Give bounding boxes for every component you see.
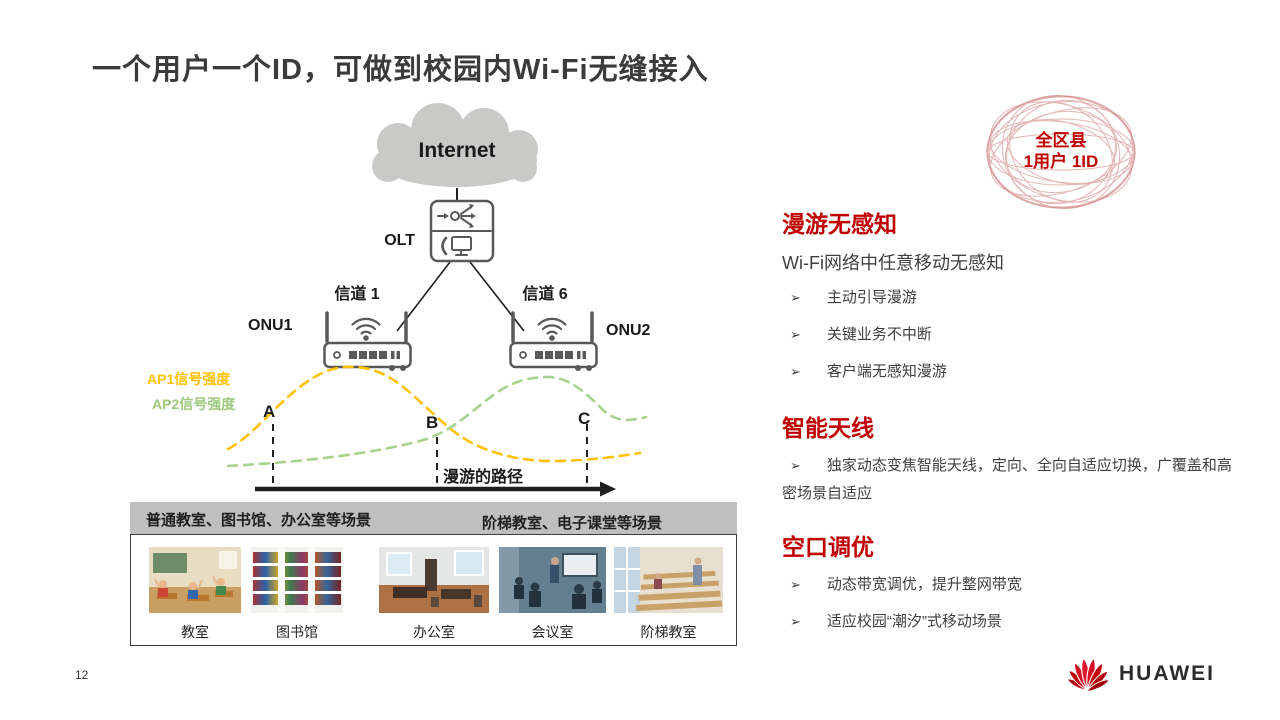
photo-library: [251, 547, 343, 613]
point-b-label: B: [426, 413, 439, 432]
feature-roaming-title: 漫游无感知: [782, 211, 897, 237]
huawei-wordmark: HUAWEI: [1119, 662, 1215, 685]
feature-air-interface-title: 空口调优: [782, 533, 874, 560]
arrow-bullet-icon: ➢: [790, 458, 801, 474]
olt-device-icon: [429, 199, 495, 263]
photo-label-office: 办公室: [413, 624, 455, 640]
sphere-mesh-icon: [986, 95, 1136, 209]
page-title: 一个用户一个ID，可做到校园内Wi-Fi无缝接入: [92, 54, 709, 86]
ap2-legend-label: AP2信号强度: [152, 396, 236, 412]
internet-label: Internet: [418, 139, 496, 162]
id-badge: 全区县 1用户 1ID: [985, 92, 1137, 212]
photo-label-lecture-hall: 阶梯教室: [640, 624, 697, 640]
feature-roaming: 漫游无感知 Wi-Fi网络中任意移动无感知 ➢ 主动引导漫游 ➢ 关键业务不中断 ➢…: [782, 205, 1234, 385]
bullet-item: ➢ 关键业务不中断: [782, 321, 1234, 349]
photo-office: [379, 547, 489, 613]
link-lines: [396, 188, 525, 332]
page-number: 12: [75, 668, 89, 682]
bullet-text: 动态带宽调优，提升整网带宽: [826, 575, 1022, 593]
photo-label-classroom: 教室: [181, 624, 209, 640]
arrow-bullet-icon: ➢: [790, 290, 801, 305]
scene-header-left: 普通教室、图书馆、办公室等场景: [146, 512, 372, 529]
arrow-bullet-icon: ➢: [790, 363, 801, 379]
bullet-item: ➢ 客户端无感知漫游: [782, 358, 1234, 386]
bullet-text: 适应校园“潮汐”式移动场景: [826, 612, 1002, 630]
bullet-item: ➢ 主动引导漫游: [782, 284, 1234, 312]
photo-classroom: [149, 547, 241, 613]
bullet-item: ➢ 适应校园“潮汐”式移动场景: [782, 608, 1234, 636]
bullet-text: 关键业务不中断: [826, 325, 932, 343]
feature-antenna: 智能天线 ➢独家动态变焦智能天线，定向、全向自适应切换，广覆盖和高密场景自适应: [782, 409, 1234, 508]
bullet-item: ➢独家动态变焦智能天线，定向、全向自适应切换，广覆盖和高密场景自适应: [782, 452, 1234, 508]
scene-header-right: 阶梯教室、电子课堂等场景: [482, 515, 663, 532]
onu2-label: ONU2: [606, 322, 651, 339]
photo-lecture-hall: [614, 547, 723, 613]
olt-label: OLT: [384, 232, 415, 249]
point-c-label: C: [578, 409, 591, 428]
scene-header-bar: 普通教室、图书馆、办公室等场景 阶梯教室、电子课堂等场景: [130, 502, 737, 534]
channel-6-label: 信道 6: [522, 286, 568, 303]
feature-roaming-subtitle: Wi-Fi网络中任意移动无感知: [782, 253, 1004, 273]
onu2-device-icon: [509, 311, 598, 371]
feature-column: 漫游无感知 Wi-Fi网络中任意移动无感知 ➢ 主动引导漫游 ➢ 关键业务不中断 ➢…: [782, 205, 1234, 635]
photo-label-library: 图书馆: [276, 624, 318, 640]
ap1-legend-label: AP1信号强度: [147, 371, 231, 387]
bullet-text: 主动引导漫游: [826, 289, 917, 306]
bullet-text: 独家动态变焦智能天线，定向、全向自适应切换，广覆盖和高密场景自适应: [782, 457, 1232, 502]
onu1-label: ONU1: [248, 317, 293, 334]
roaming-axis-arrow: [255, 481, 616, 497]
feature-antenna-title: 智能天线: [782, 415, 874, 442]
huawei-flower-icon: [1066, 657, 1110, 692]
photo-label-meeting-room: 会议室: [531, 624, 574, 640]
arrow-bullet-icon: ➢: [790, 613, 801, 629]
arrow-bullet-icon: ➢: [790, 326, 801, 342]
arrow-bullet-icon: ➢: [790, 576, 801, 592]
photo-meeting-room: [499, 547, 606, 613]
huawei-logo: HUAWEI: [1066, 656, 1215, 692]
channel-1-label: 信道 1: [334, 286, 380, 303]
badge-line2: 1用户 1ID: [1023, 152, 1099, 171]
roaming-path-label: 漫游的路径: [443, 469, 524, 486]
point-a-label: A: [263, 402, 276, 421]
scene-photo-panel: 教室 图书馆 办公室 会议室 阶梯教室: [130, 534, 737, 646]
point-droplines: [272, 424, 588, 486]
badge-text: 全区县 1用户 1ID: [985, 130, 1137, 172]
badge-line1: 全区县: [1035, 131, 1087, 150]
bullet-text: 客户端无感知漫游: [826, 362, 947, 380]
onu1-device-icon: [323, 311, 412, 371]
feature-air-interface: 空口调优 ➢ 动态带宽调优，提升整网带宽 ➢ 适应校园“潮汐”式移动场景: [782, 528, 1234, 636]
bullet-item: ➢ 动态带宽调优，提升整网带宽: [782, 571, 1234, 599]
